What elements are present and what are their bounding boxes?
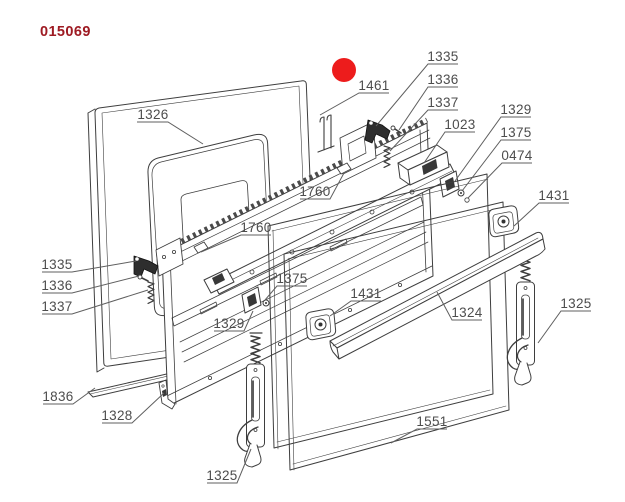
hinge-lever-1335-top (364, 119, 391, 144)
part-number-1461[interactable]: 1461 (358, 78, 389, 93)
part-callout-1325-r[interactable]: 1325 (537, 296, 592, 344)
leader-line-1329-r (454, 116, 531, 182)
handle-mount-left (305, 308, 337, 341)
part-callout-1461[interactable]: 1461 (319, 78, 390, 116)
leader-line-1328 (102, 392, 165, 424)
part-number-1375-r[interactable]: 1375 (500, 125, 531, 140)
leader-line-1337-l (42, 289, 149, 315)
leader-line-0474 (467, 162, 532, 199)
part-number-1336-t[interactable]: 1336 (427, 72, 458, 87)
part-callout-1760-l[interactable]: 1760 (200, 220, 272, 253)
selected-part-highlight-dot[interactable] (332, 58, 356, 82)
hinge-right-1325 (506, 250, 535, 386)
bracket-1023 (397, 144, 450, 186)
part-number-1335-l[interactable]: 1335 (41, 257, 72, 272)
part-number-1431-r[interactable]: 1431 (538, 188, 569, 203)
part-callout-1329-m[interactable]: 1329 (213, 310, 254, 332)
part-number-1336-l[interactable]: 1336 (41, 278, 72, 293)
leader-line-1337-t (389, 109, 458, 152)
part-callout-1329-r[interactable]: 1329 (454, 102, 532, 182)
inner-glass-panel-1324 (267, 173, 494, 450)
screw-1375-mid (262, 299, 270, 307)
part-number-1337-l[interactable]: 1337 (41, 299, 72, 314)
part-callout-1375-m[interactable]: 1375 (264, 271, 308, 301)
part-number-1337-t[interactable]: 1337 (427, 95, 458, 110)
part-callout-1431-r[interactable]: 1431 (513, 188, 570, 227)
latch-bracket-1328 (158, 379, 176, 410)
clip-1329-mid (241, 286, 262, 314)
leader-line-1836 (43, 387, 96, 405)
spring-1337-top (383, 145, 391, 168)
washer-0474 (464, 197, 470, 203)
part-callout-1336-l[interactable]: 1336 (41, 275, 140, 294)
part-number-1329-r[interactable]: 1329 (500, 102, 531, 117)
screw-1375-right (457, 189, 465, 197)
leader-line-1431-r (513, 202, 569, 227)
leader-line-1336-l (42, 275, 140, 294)
part-number-1326[interactable]: 1326 (137, 107, 168, 122)
outer-glass-panel-1551 (283, 201, 510, 471)
leader-line-1023 (423, 131, 475, 164)
part-number-1325-b[interactable]: 1325 (206, 468, 237, 483)
catalog-number: 015069 (40, 24, 91, 40)
part-number-1329-m[interactable]: 1329 (213, 316, 244, 331)
leader-line-1336-t (398, 86, 458, 131)
leader-line-1375-m (264, 285, 307, 301)
part-number-1335-t[interactable]: 1335 (427, 49, 458, 64)
leader-line-1760-r (300, 172, 345, 200)
part-callout-1760-r[interactable]: 1760 (299, 172, 345, 200)
leader-line-1335-l (42, 260, 137, 273)
gasket-corner-1461 (317, 114, 335, 153)
part-number-1760-l[interactable]: 1760 (240, 220, 271, 235)
screw-1336-top (390, 125, 402, 134)
part-number-1375-m[interactable]: 1375 (276, 271, 307, 286)
part-number-1551[interactable]: 1551 (416, 414, 447, 429)
leader-line-1325-b (207, 448, 252, 484)
screw-1336-left (137, 274, 149, 282)
leader-line-1329-m (214, 310, 254, 332)
part-number-1760-r[interactable]: 1760 (299, 184, 330, 199)
clip-1760-right (336, 162, 352, 175)
leader-line-1375-r (461, 139, 531, 192)
part-callout-1335-t[interactable]: 1335 (375, 49, 459, 127)
part-callout-1375-r[interactable]: 1375 (461, 125, 532, 192)
part-callout-1551[interactable]: 1551 (390, 414, 448, 444)
part-callout-1023[interactable]: 1023 (423, 117, 476, 164)
part-callout-1328[interactable]: 1328 (101, 392, 165, 424)
leader-line-1326 (137, 121, 204, 145)
handle-mount-right (488, 205, 520, 238)
leader-line-1551 (390, 428, 447, 444)
part-callout-1337-l[interactable]: 1337 (41, 289, 149, 315)
leader-line-1431-m (329, 300, 381, 317)
part-number-1431-m[interactable]: 1431 (350, 286, 381, 301)
leader-line-1325-r (537, 310, 591, 344)
part-number-1328[interactable]: 1328 (101, 408, 132, 423)
hinge-left-1325 (236, 332, 265, 468)
part-callout-1325-b[interactable]: 1325 (206, 448, 252, 484)
leader-line-1461 (319, 92, 389, 116)
part-callout-1324[interactable]: 1324 (436, 291, 483, 321)
part-callout-1337-t[interactable]: 1337 (389, 95, 459, 152)
part-number-1325-r[interactable]: 1325 (560, 296, 591, 311)
part-number-0474[interactable]: 0474 (501, 148, 532, 163)
spring-1337-left (147, 281, 155, 304)
part-callout-1335-l[interactable]: 1335 (41, 257, 137, 273)
part-number-1023[interactable]: 1023 (444, 117, 475, 132)
hinge-lever-1335-left (133, 255, 159, 278)
part-callout-1836[interactable]: 1836 (42, 387, 96, 405)
leader-line-1324 (436, 291, 482, 321)
leader-line-1335-t (375, 63, 458, 127)
callout-labels-layer: 1326 1461 1335 1336 1337 1023 1329 1375 0474 1431… (41, 49, 592, 484)
part-callout-1326[interactable]: 1326 (137, 107, 204, 145)
part-number-1836[interactable]: 1836 (42, 389, 73, 404)
clip-1760-left (193, 241, 209, 254)
part-callout-1431-m[interactable]: 1431 (329, 286, 382, 317)
part-number-1324[interactable]: 1324 (451, 305, 482, 320)
part-callout-1336-t[interactable]: 1336 (398, 72, 459, 131)
part-callout-0474[interactable]: 0474 (467, 148, 533, 199)
leader-line-1760-l (200, 234, 271, 253)
